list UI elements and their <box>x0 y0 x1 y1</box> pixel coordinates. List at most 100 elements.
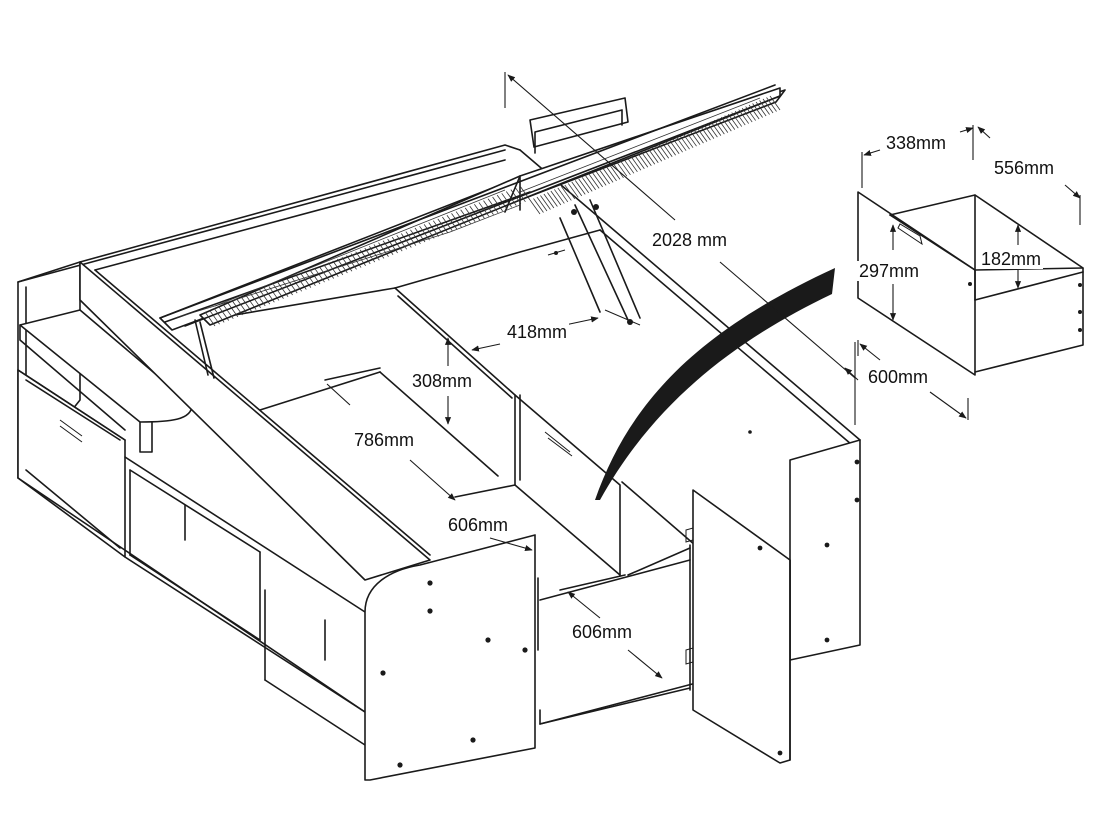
slat <box>300 273 312 288</box>
slat <box>400 233 412 248</box>
slat <box>637 153 649 168</box>
slat <box>382 240 394 256</box>
slat <box>423 224 435 239</box>
drawer-height-label: 297mm <box>857 261 922 281</box>
slat <box>501 193 513 208</box>
drawer-detail <box>857 191 1084 376</box>
dimension-lines <box>326 72 1081 679</box>
slat <box>724 115 736 130</box>
slat <box>355 251 366 266</box>
slat <box>689 130 701 145</box>
slat <box>581 177 593 192</box>
slat <box>318 266 330 281</box>
slat <box>396 235 408 250</box>
slat <box>595 171 607 186</box>
slat <box>359 249 371 265</box>
drawer-inner-height-label: 182mm <box>979 249 1044 269</box>
slat <box>651 147 663 162</box>
slat <box>634 154 645 170</box>
slat <box>647 148 659 163</box>
slat <box>469 205 481 221</box>
slat <box>769 95 781 111</box>
slat <box>693 128 704 144</box>
slat <box>682 133 694 148</box>
slat <box>540 195 551 210</box>
slat <box>268 286 280 301</box>
slat <box>745 106 756 121</box>
slat <box>391 236 403 252</box>
slat <box>644 150 656 165</box>
slat <box>731 112 743 127</box>
slat <box>323 264 335 279</box>
slat <box>661 142 673 157</box>
compartment-width-label: 606mm <box>446 515 511 535</box>
slat <box>222 304 234 319</box>
slat <box>364 247 376 263</box>
slat <box>686 131 697 147</box>
slat <box>496 194 508 210</box>
slat <box>700 125 711 141</box>
slat <box>717 118 729 133</box>
slat <box>738 109 750 124</box>
storage-box <box>204 229 752 591</box>
slat <box>419 225 430 241</box>
slat <box>616 162 628 177</box>
slat <box>543 193 555 209</box>
slat <box>428 222 440 237</box>
slat <box>460 209 471 224</box>
slat <box>478 202 490 217</box>
slat <box>492 196 503 212</box>
slat <box>414 227 426 243</box>
slat <box>727 113 739 129</box>
slat <box>714 119 725 135</box>
storage-width-label: 418mm <box>505 322 570 342</box>
slat <box>592 172 603 188</box>
slat <box>337 258 348 274</box>
slat <box>759 100 770 115</box>
slat <box>734 110 746 126</box>
slat <box>560 186 572 201</box>
slat <box>529 199 541 215</box>
slat <box>282 280 293 296</box>
slat <box>236 298 248 314</box>
slat <box>679 134 690 150</box>
slat <box>442 216 453 232</box>
storage-height-label: 308mm <box>410 371 475 391</box>
bed-length-label: 2028 mm <box>650 230 730 250</box>
slat <box>720 116 732 132</box>
slat <box>675 136 687 151</box>
slat <box>327 262 339 277</box>
slat <box>658 143 670 159</box>
slat <box>578 178 590 194</box>
slat <box>277 282 289 298</box>
slat <box>752 103 763 118</box>
slat <box>550 190 562 206</box>
slat <box>273 284 284 299</box>
slat <box>606 166 617 182</box>
slat <box>588 174 600 189</box>
compartment-depth-label: 606mm <box>570 622 635 642</box>
slat <box>623 159 635 174</box>
slat <box>564 184 576 200</box>
slat <box>259 289 271 305</box>
slat <box>599 169 610 185</box>
slat <box>762 98 774 114</box>
slat <box>309 269 321 285</box>
slat <box>515 187 526 203</box>
slat <box>620 160 631 176</box>
slat <box>373 244 385 259</box>
slat <box>369 246 380 261</box>
slat <box>291 277 303 292</box>
slat <box>346 255 357 270</box>
slat <box>672 137 683 153</box>
slat <box>703 124 715 139</box>
slat <box>567 183 579 198</box>
slat <box>748 104 760 120</box>
compartment-and-door <box>539 489 791 764</box>
slat <box>554 189 565 204</box>
slat <box>630 156 642 171</box>
slat <box>464 207 476 223</box>
slat <box>707 122 718 138</box>
slat <box>640 151 652 167</box>
